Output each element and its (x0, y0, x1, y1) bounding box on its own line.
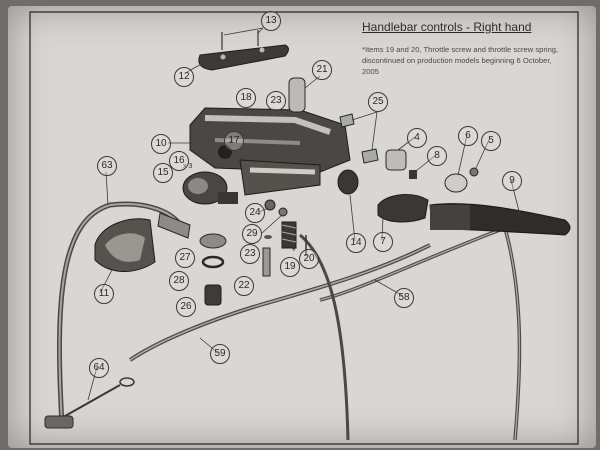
callout-21: 21 (312, 60, 332, 80)
callout-58: 58 (394, 288, 414, 308)
discontinued-star-marker: * (292, 246, 296, 256)
callout-63: 63 (97, 156, 117, 176)
callout-28: 28 (169, 271, 189, 291)
callout-23-lower: 23 (240, 244, 260, 264)
cable-58 (319, 225, 522, 441)
callout-26: 26 (176, 297, 196, 317)
callout-18: 18 (236, 88, 256, 108)
screw-22 (262, 247, 271, 277)
callout-27: 27 (175, 248, 195, 268)
sheet-border (29, 11, 579, 445)
adjuster-26 (204, 284, 222, 306)
callout-15: 15 (153, 163, 173, 183)
callout-29: 29 (242, 224, 262, 244)
callout-13: 13 (261, 11, 281, 31)
callout-14: 14 (346, 233, 366, 253)
washer-28 (201, 255, 225, 269)
quantity-mark-x3: x 3 (183, 163, 193, 170)
discontinued-note: *Items 19 and 20, Throttle screw and thr… (362, 45, 559, 76)
callout-24: 24 (245, 203, 265, 223)
rod-64 (57, 384, 121, 421)
callout-9: 9 (502, 171, 522, 191)
callout-6: 6 (458, 126, 478, 146)
part-14 (337, 169, 359, 195)
callout-59: 59 (210, 344, 230, 364)
bushing-27 (199, 233, 227, 249)
callout-7: 7 (373, 232, 393, 252)
callout-8: 8 (427, 146, 447, 166)
callout-23-upper: 23 (266, 91, 286, 111)
callout-12: 12 (174, 67, 194, 87)
top-cover-12 (198, 44, 289, 71)
ferrule-4 (385, 149, 407, 171)
callout-19: 19 (280, 257, 300, 277)
nut-8 (409, 170, 417, 179)
callout-4: 4 (407, 128, 427, 148)
diagram-title: Handlebar controls - Right hand (362, 20, 532, 34)
callout-10: 10 (151, 134, 171, 154)
callout-22: 22 (234, 276, 254, 296)
callout-25: 25 (368, 92, 388, 112)
screw-25 (339, 113, 355, 128)
callout-16: 16 (169, 151, 189, 171)
callout-11: 11 (94, 284, 114, 304)
callout-17: 17 (224, 131, 244, 151)
throttle-lever-7 (377, 194, 429, 223)
callout-20: 20 (299, 249, 319, 269)
callout-64: 64 (89, 358, 109, 378)
callout-5: 5 (481, 131, 501, 151)
bushing-21 (288, 77, 306, 113)
cap-6 (444, 173, 468, 193)
screw-5 (469, 167, 479, 177)
